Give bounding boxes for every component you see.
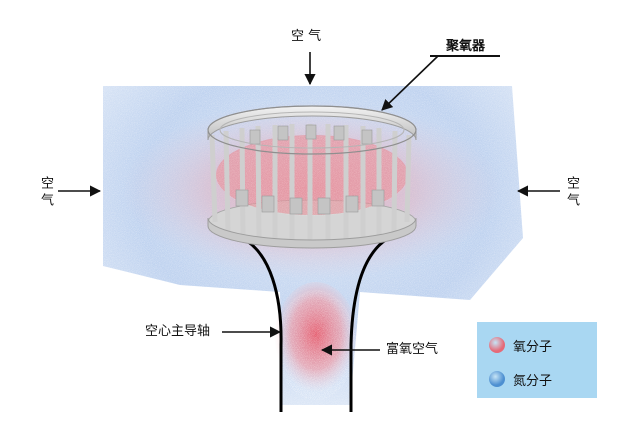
legend-item-nitrogen: 氮分子 [489,368,552,390]
label-collector: 聚氧器 [446,39,486,54]
oxygen-molecule-icon [489,337,505,353]
label-air-right: 空气 [564,176,579,210]
legend-item-oxygen: 氧分子 [489,334,552,356]
label-hollow-shaft: 空心主导轴 [145,324,211,339]
legend-label-oxygen: 氧分子 [513,339,553,355]
label-air-left: 空气 [38,176,53,210]
label-oxygen-rich-air: 富氧空气 [386,342,439,357]
label-air-top: 空 气 [291,29,322,44]
nitrogen-molecule-icon [489,371,505,387]
legend: 氧分子 氮分子 [477,322,597,398]
arrow-collector [381,55,439,111]
flow-arrows [58,52,560,356]
collector-inner-blocks [235,124,385,215]
hollow-shaft [237,234,393,412]
legend-label-nitrogen: 氮分子 [513,373,553,389]
oxygen-collector [207,105,417,249]
